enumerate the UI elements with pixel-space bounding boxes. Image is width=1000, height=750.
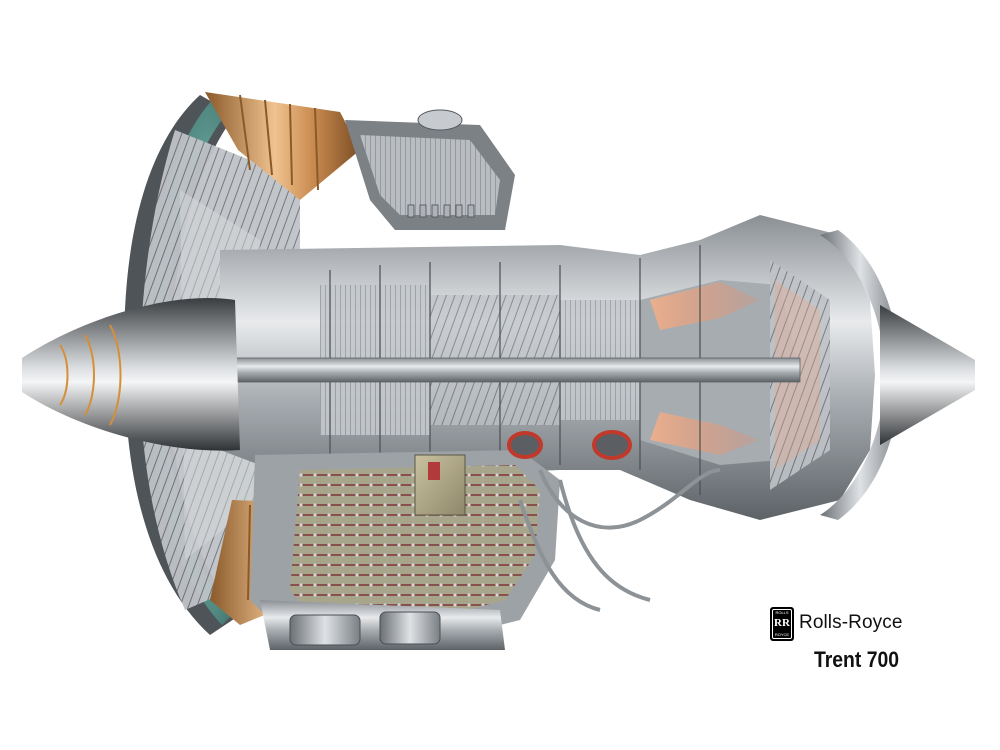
brand-name: Rolls-Royce [799, 612, 903, 633]
red-flanges [507, 430, 632, 460]
lower-accessory-gearbox [250, 450, 560, 650]
pipework [518, 468, 721, 612]
exhaust-casing [820, 230, 900, 520]
exhaust-cone [880, 305, 975, 445]
rolls-royce-logo: ROLLS RR ROYCE [770, 607, 794, 641]
model-name: Trent 700 [814, 647, 900, 672]
nose-cone [22, 298, 240, 451]
branding: ROLLS RR ROYCE Rolls-Royce Trent 700 [770, 603, 970, 673]
engine-core [199, 215, 875, 520]
upper-accessory-box [345, 109, 515, 230]
nacelle-upper [205, 92, 360, 200]
